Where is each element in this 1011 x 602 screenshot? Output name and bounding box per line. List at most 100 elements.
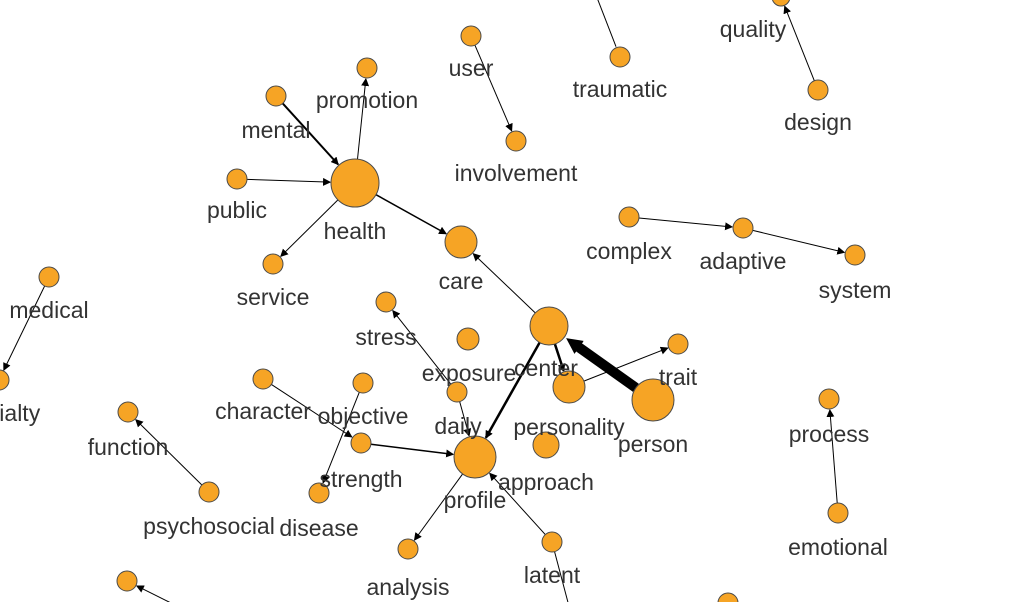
- node-label-emotional: emotional: [788, 534, 888, 560]
- node-layer: [0, 0, 866, 602]
- node-trait[interactable]: [667, 333, 689, 355]
- node-label-traumatic: traumatic: [573, 76, 668, 102]
- node-health[interactable]: [330, 158, 380, 208]
- node-traumatic[interactable]: [609, 46, 631, 68]
- label-layer: quality design traumatic user involvement pro…: [0, 16, 891, 600]
- node-label-strength: strength: [319, 466, 402, 492]
- node-label-design: design: [784, 109, 852, 135]
- edge-psychosocial-to-function: [135, 419, 203, 486]
- node-objective[interactable]: [352, 372, 374, 394]
- edge-center-to-care: [472, 253, 536, 314]
- node-label-user: user: [449, 55, 494, 81]
- edge-center-to-personality: [553, 343, 566, 372]
- edge-layer: [3, 0, 846, 602]
- edge-mental-to-health: [281, 102, 339, 166]
- node-public[interactable]: [226, 168, 248, 190]
- node-label-center: center: [514, 355, 578, 381]
- node-label-system: system: [819, 277, 892, 303]
- node-label-daily: daily: [434, 413, 482, 439]
- node-label-mental: mental: [241, 117, 310, 143]
- node-involvement[interactable]: [505, 130, 527, 152]
- node-label-person: person: [618, 431, 688, 457]
- node-label-promotion: promotion: [316, 87, 418, 113]
- node-function[interactable]: [117, 401, 139, 423]
- node-bottom-left[interactable]: [116, 570, 138, 592]
- edge-latent-to-profile: [489, 472, 546, 535]
- node-profile[interactable]: [453, 435, 497, 479]
- node-label-quality: quality: [720, 16, 787, 42]
- edge-personality-to-trait: [583, 346, 669, 382]
- node-stress[interactable]: [375, 291, 397, 313]
- node-label-service: service: [237, 284, 310, 310]
- edge-public-to-health: [246, 177, 332, 186]
- node-label-analysis: analysis: [366, 574, 449, 600]
- edge-health-to-promotion: [356, 77, 370, 160]
- node-label-complex: complex: [586, 238, 672, 264]
- edge-health-to-service: [280, 199, 339, 257]
- node-care[interactable]: [444, 225, 478, 259]
- edge-person-to-center: [566, 338, 639, 392]
- edge-exposure-to-stress: [392, 309, 452, 385]
- edge-traumatic-partner-to-traumatic: [597, 0, 617, 47]
- edge-bottom-left-partner-to-bottom-left: [135, 585, 171, 602]
- edge-latent-to-latent-partner: [554, 551, 569, 602]
- node-strength[interactable]: [350, 432, 372, 454]
- node-quality[interactable]: [771, 0, 791, 7]
- node-disease[interactable]: [308, 482, 330, 504]
- node-label-medical: medical: [9, 297, 88, 323]
- node-approach[interactable]: [532, 431, 560, 459]
- node-label-specialty: cialty: [0, 400, 41, 426]
- node-specialty[interactable]: [0, 369, 10, 391]
- edge-user-to-involvement: [474, 44, 513, 132]
- node-complex[interactable]: [618, 206, 640, 228]
- edge-design-to-quality: [783, 5, 815, 81]
- node-psychosocial[interactable]: [198, 481, 220, 503]
- node-personality[interactable]: [552, 370, 586, 404]
- node-center[interactable]: [529, 306, 569, 346]
- node-label-objective: objective: [318, 403, 409, 429]
- node-emotional[interactable]: [827, 502, 849, 524]
- node-label-approach: approach: [498, 469, 594, 495]
- node-mental[interactable]: [265, 85, 287, 107]
- node-label-character: character: [215, 398, 311, 424]
- edge-emotional-to-process: [826, 408, 838, 504]
- node-label-care: care: [439, 268, 484, 294]
- node-latent[interactable]: [541, 531, 563, 553]
- edge-health-to-care: [375, 194, 448, 235]
- node-service[interactable]: [262, 253, 284, 275]
- node-label-disease: disease: [279, 515, 358, 541]
- edge-center-to-profile: [484, 341, 541, 439]
- edge-character-to-strength: [271, 384, 353, 438]
- node-label-adaptive: adaptive: [700, 248, 787, 274]
- node-exposure[interactable]: [446, 381, 468, 403]
- edge-strength-to-profile: [370, 443, 455, 458]
- node-label-health: health: [324, 218, 387, 244]
- node-label-exposure: exposure: [422, 360, 517, 386]
- node-daily[interactable]: [456, 327, 480, 351]
- node-user[interactable]: [460, 25, 482, 47]
- node-system[interactable]: [844, 244, 866, 266]
- node-character[interactable]: [252, 368, 274, 390]
- node-design[interactable]: [807, 79, 829, 101]
- node-promotion[interactable]: [356, 57, 378, 79]
- node-process[interactable]: [818, 388, 840, 410]
- node-label-process: process: [789, 421, 870, 447]
- node-label-public: public: [207, 197, 267, 223]
- edge-adaptive-to-system: [752, 229, 846, 255]
- edge-medical-to-specialty: [3, 285, 46, 372]
- edge-complex-to-adaptive: [638, 217, 734, 231]
- node-label-involvement: involvement: [455, 160, 578, 186]
- node-person[interactable]: [631, 378, 675, 422]
- node-label-personality: personality: [513, 414, 625, 440]
- node-bottom-right[interactable]: [717, 592, 739, 602]
- node-label-latent: latent: [524, 562, 581, 588]
- edge-exposure-to-profile: [459, 401, 472, 437]
- node-adaptive[interactable]: [732, 217, 754, 239]
- node-analysis[interactable]: [397, 538, 419, 560]
- node-medical[interactable]: [38, 266, 60, 288]
- edge-profile-to-analysis: [413, 473, 464, 541]
- node-label-psychosocial: psychosocial: [143, 513, 275, 539]
- node-label-profile: profile: [444, 487, 507, 513]
- node-label-stress: stress: [355, 324, 416, 350]
